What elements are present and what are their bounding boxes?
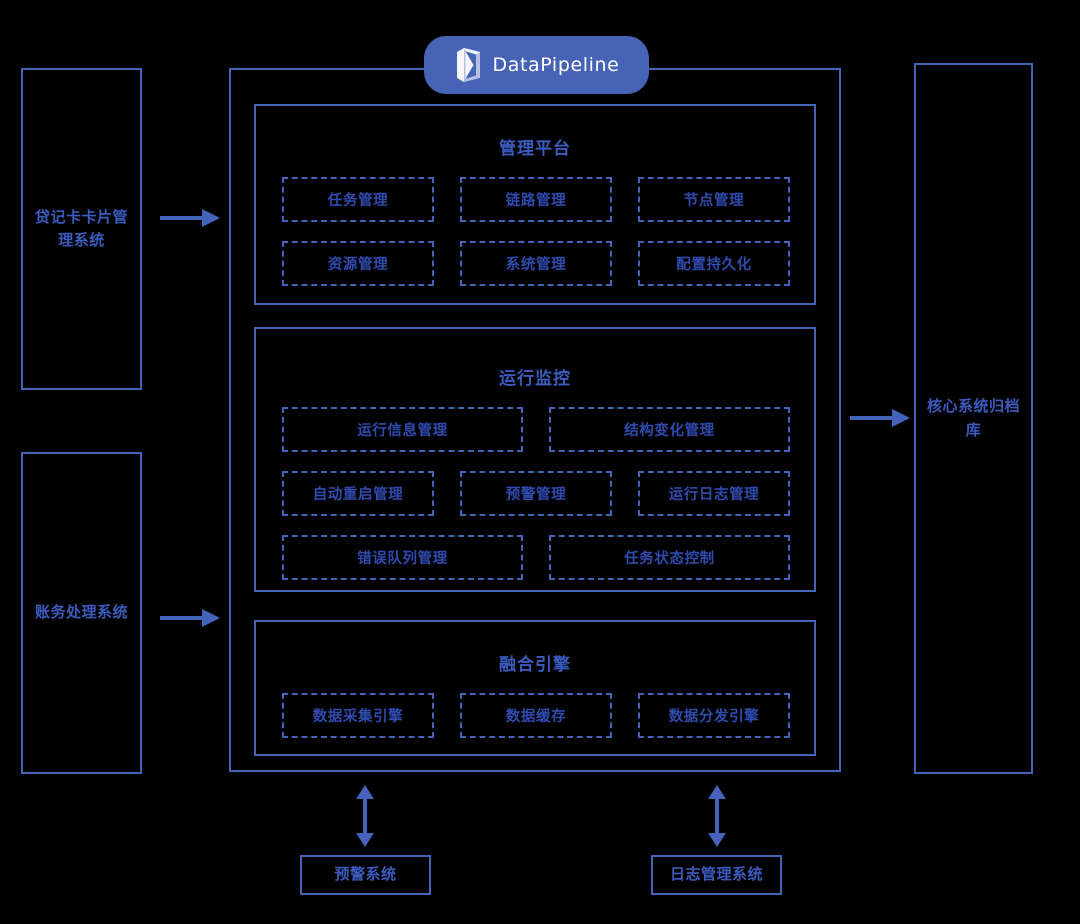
arrow-platform-to-archive bbox=[850, 409, 910, 427]
datapipeline-cube-icon bbox=[456, 48, 480, 82]
arrow-left-system-1-to-platform bbox=[160, 209, 220, 227]
right-system-label-1: 核心系统归档库 bbox=[926, 397, 1020, 439]
group-title-fusion-engine: 融合引擎 bbox=[499, 655, 571, 675]
datapipeline-brand-badge[interactable]: DataPipeline bbox=[424, 36, 649, 94]
module-label: 任务管理 bbox=[327, 193, 389, 209]
module-cell-data-cache[interactable]: 数据缓存 bbox=[460, 693, 612, 738]
module-label: 配置持久化 bbox=[676, 257, 752, 273]
group-fusion-engine: 融合引擎 数据采集引擎 数据缓存 数据分发引擎 bbox=[254, 620, 816, 756]
group-runtime-monitoring: 运行监控 运行信息管理 结构变化管理 自动重启管理 预警管理 运行日志管理 错误… bbox=[254, 327, 816, 592]
brand-name-label: DataPipeline bbox=[492, 54, 620, 76]
module-label: 链路管理 bbox=[505, 193, 567, 209]
arrow-platform-to-alert-system bbox=[356, 785, 374, 847]
module-cell-structure-change-management[interactable]: 结构变化管理 bbox=[549, 407, 790, 452]
arrow-left-system-2-to-platform bbox=[160, 609, 220, 627]
module-label: 任务状态控制 bbox=[624, 551, 715, 567]
left-system-label-1: 贷记卡卡片管理系统 bbox=[34, 207, 128, 249]
bottom-system-box-log[interactable]: 日志管理系统 bbox=[651, 855, 782, 895]
left-system-box-credit-card[interactable]: 贷记卡卡片管理系统 bbox=[21, 68, 142, 390]
arrow-platform-to-log-system bbox=[708, 785, 726, 847]
module-label: 运行信息管理 bbox=[357, 423, 448, 439]
module-label: 预警管理 bbox=[505, 487, 567, 503]
module-cell-node-management[interactable]: 节点管理 bbox=[638, 177, 790, 222]
module-cell-task-management[interactable]: 任务管理 bbox=[282, 177, 434, 222]
module-label: 资源管理 bbox=[327, 257, 389, 273]
module-cell-alert-management[interactable]: 预警管理 bbox=[460, 471, 612, 516]
module-label: 数据分发引擎 bbox=[668, 709, 760, 725]
right-system-box-archive[interactable]: 核心系统归档库 bbox=[914, 63, 1033, 774]
group-title-runtime-monitoring: 运行监控 bbox=[499, 369, 571, 389]
module-label: 运行日志管理 bbox=[668, 487, 760, 503]
module-cell-data-distribution-engine[interactable]: 数据分发引擎 bbox=[638, 693, 790, 738]
module-label: 错误队列管理 bbox=[357, 551, 448, 567]
module-cell-config-persistence[interactable]: 配置持久化 bbox=[638, 241, 790, 286]
module-cell-runtime-log-management[interactable]: 运行日志管理 bbox=[638, 471, 790, 516]
module-label: 自动重启管理 bbox=[312, 487, 404, 503]
module-cell-auto-restart-management[interactable]: 自动重启管理 bbox=[282, 471, 434, 516]
module-cell-resource-management[interactable]: 资源管理 bbox=[282, 241, 434, 286]
module-cell-data-collection-engine[interactable]: 数据采集引擎 bbox=[282, 693, 434, 738]
bottom-system-label-2: 日志管理系统 bbox=[669, 865, 763, 884]
module-label: 结构变化管理 bbox=[624, 423, 715, 439]
module-cell-runtime-info-management[interactable]: 运行信息管理 bbox=[282, 407, 523, 452]
group-title-management-platform: 管理平台 bbox=[499, 139, 571, 159]
left-system-box-accounting[interactable]: 账务处理系统 bbox=[21, 452, 142, 774]
left-system-label-2: 账务处理系统 bbox=[34, 603, 128, 622]
module-label: 数据采集引擎 bbox=[312, 709, 404, 725]
module-label: 数据缓存 bbox=[505, 709, 567, 725]
group-management-platform: 管理平台 任务管理 链路管理 节点管理 资源管理 系统管理 配置持久化 bbox=[254, 104, 816, 305]
bottom-system-label-1: 预警系统 bbox=[334, 865, 397, 884]
module-cell-task-state-control[interactable]: 任务状态控制 bbox=[549, 535, 790, 580]
module-label: 系统管理 bbox=[505, 257, 567, 273]
module-cell-system-management[interactable]: 系统管理 bbox=[460, 241, 612, 286]
module-label: 节点管理 bbox=[683, 193, 745, 209]
module-cell-link-management[interactable]: 链路管理 bbox=[460, 177, 612, 222]
bottom-system-box-alert[interactable]: 预警系统 bbox=[300, 855, 431, 895]
module-cell-error-queue-management[interactable]: 错误队列管理 bbox=[282, 535, 523, 580]
